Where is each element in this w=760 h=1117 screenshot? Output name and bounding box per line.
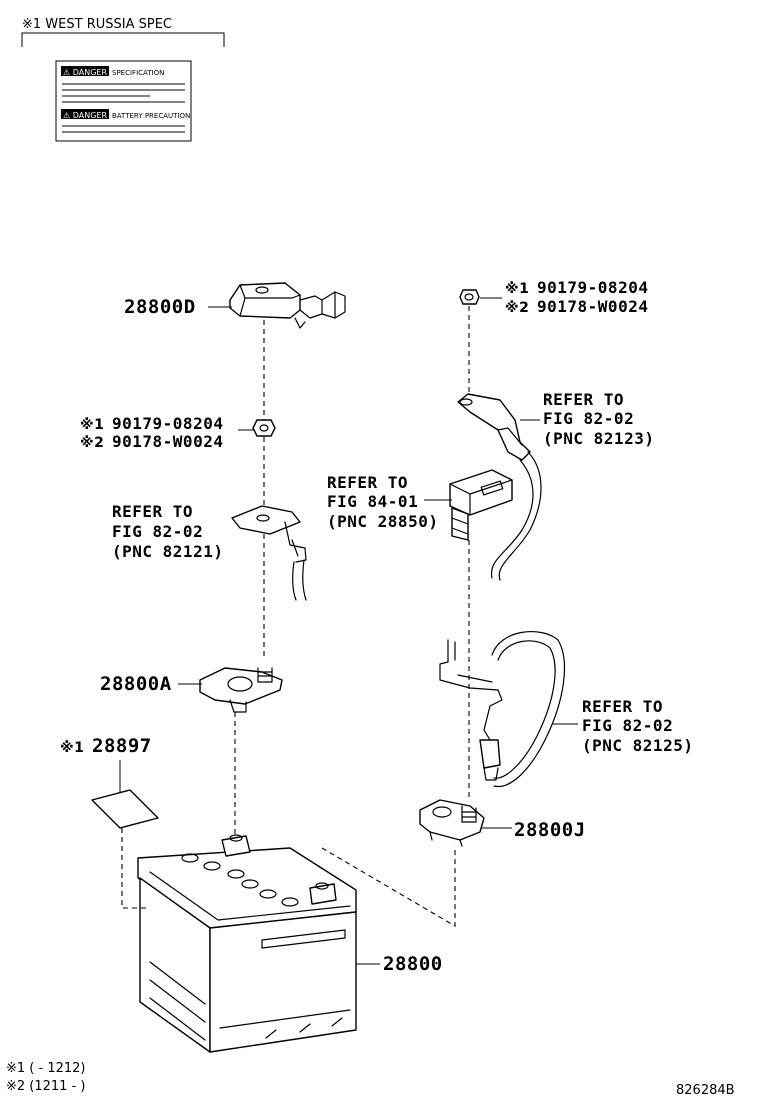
warning-line-1: ⚠ DANGER	[63, 68, 107, 77]
terminal-28800a	[199, 667, 283, 713]
warning-line-2: ⚠ DANGER	[63, 111, 107, 120]
part-28800j-label: 28800J	[514, 819, 586, 841]
spec-bracket	[21, 32, 225, 47]
mark-1-left-a: ※1	[80, 417, 104, 433]
sensor-28850	[449, 469, 513, 541]
mark-1-right: ※1	[505, 281, 529, 297]
terminal-cover-28800d	[229, 282, 346, 329]
figure-id: 826284B	[676, 1083, 735, 1098]
part-28800-label: 28800	[383, 953, 443, 975]
ref-82121-line3: (PNC 82121)	[112, 542, 223, 561]
ref-82121-line1: REFER TO	[112, 502, 193, 521]
cable-bracket-82125	[439, 631, 566, 788]
cable-bracket-82121	[231, 505, 307, 601]
warning-label-image: ⚠ DANGER SPECIFICATION ⚠ DANGER BATTERY …	[55, 60, 192, 142]
cable-bracket-82123	[457, 393, 542, 581]
mark-2-right: ※2	[505, 300, 529, 316]
part-28800d-label: 28800D	[124, 296, 196, 318]
part-nut-right-1: 90179-08204	[537, 278, 648, 297]
part-28800a-label: 28800A	[100, 673, 172, 695]
warning-line-2-small: BATTERY PRECAUTION	[112, 112, 190, 120]
assembly-line-battery-right	[321, 846, 456, 927]
ref-28850-line2: FIG 84-01	[327, 492, 418, 511]
ref-82123-line3: (PNC 82123)	[543, 429, 654, 448]
battery-28800	[137, 834, 357, 1053]
ref-82123-line1: REFER TO	[543, 390, 624, 409]
nut-right	[459, 289, 480, 305]
part-nut-left-2: 90178-W0024	[112, 432, 223, 451]
ref-82125-line1: REFER TO	[582, 697, 663, 716]
ref-28850-line1: REFER TO	[327, 473, 408, 492]
part-nut-right-2: 90178-W0024	[537, 297, 648, 316]
ref-82121-line2: FIG 82-02	[112, 522, 203, 541]
ref-28850-line3: (PNC 28850)	[327, 512, 438, 531]
footnote-1: ※1 ( - 1212)	[6, 1061, 85, 1076]
ref-82125-line3: (PNC 82125)	[582, 736, 693, 755]
terminal-28800j	[419, 799, 485, 847]
battery-label-sticker	[91, 789, 159, 829]
mark-1-label-part: ※1	[60, 740, 84, 756]
part-nut-left-1: 90179-08204	[112, 414, 223, 433]
ref-82125-line2: FIG 82-02	[582, 716, 673, 735]
part-28897-label: 28897	[92, 735, 152, 757]
ref-82123-line2: FIG 82-02	[543, 409, 634, 428]
footnote-2: ※2 (1211 - )	[6, 1079, 85, 1094]
spec-note: ※1 WEST RUSSIA SPEC	[22, 17, 172, 32]
nut-left	[252, 419, 276, 437]
warning-line-1-small: SPECIFICATION	[112, 69, 164, 77]
mark-2-left-a: ※2	[80, 435, 104, 451]
